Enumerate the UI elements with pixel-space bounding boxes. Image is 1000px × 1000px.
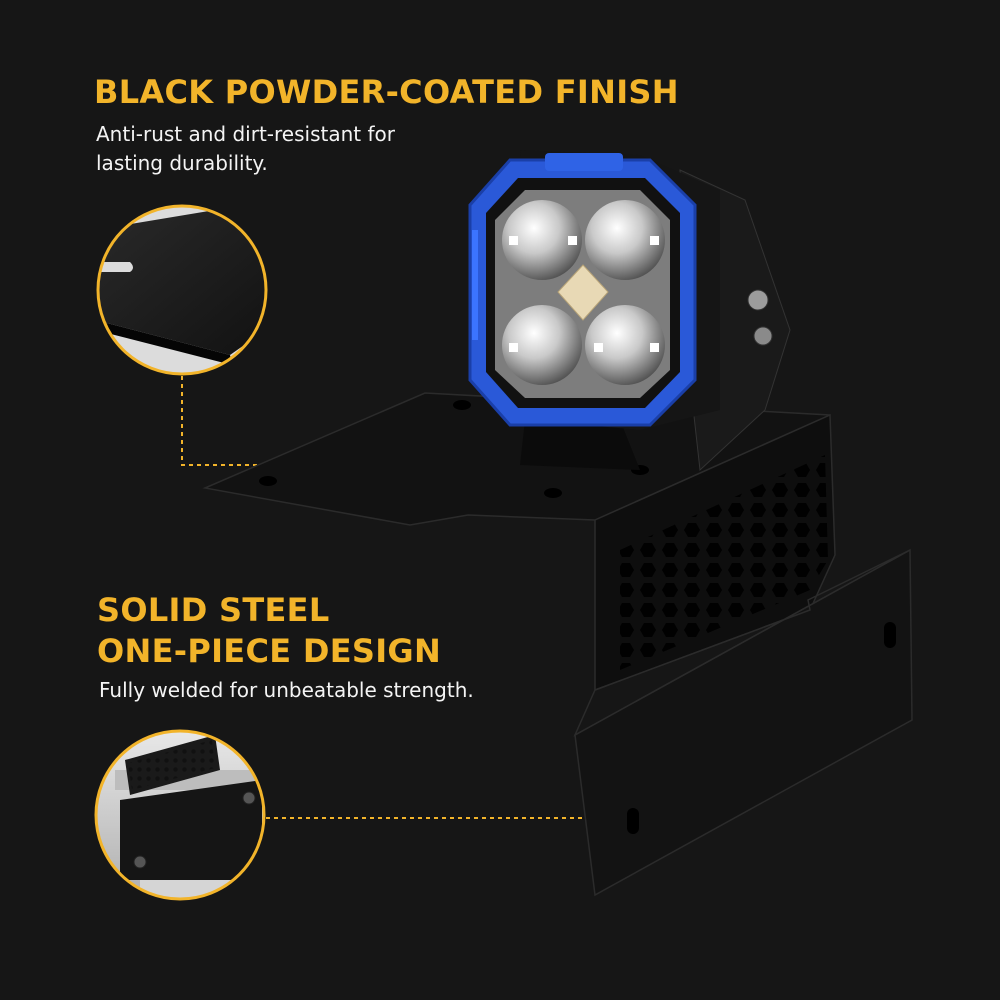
steel-description: Fully welded for unbeatable strength.	[99, 678, 474, 702]
steel-heading-line2: ONE-PIECE DESIGN	[97, 632, 442, 670]
finish-heading: BLACK POWDER-COATED FINISH	[94, 73, 679, 111]
callout-connector-bottom	[266, 811, 615, 827]
finish-description-line1: Anti-rust and dirt-resistant for	[96, 122, 395, 146]
finish-description: Anti-rust and dirt-resistant for lasting…	[96, 120, 476, 178]
mount-bracket	[202, 392, 913, 897]
led-pod-light	[468, 150, 791, 472]
steel-heading-line1: SOLID STEEL	[97, 591, 330, 629]
powder-coat-closeup-icon	[96, 204, 268, 376]
weld-closeup-icon	[94, 729, 266, 901]
finish-description-line2: lasting durability.	[96, 151, 268, 175]
